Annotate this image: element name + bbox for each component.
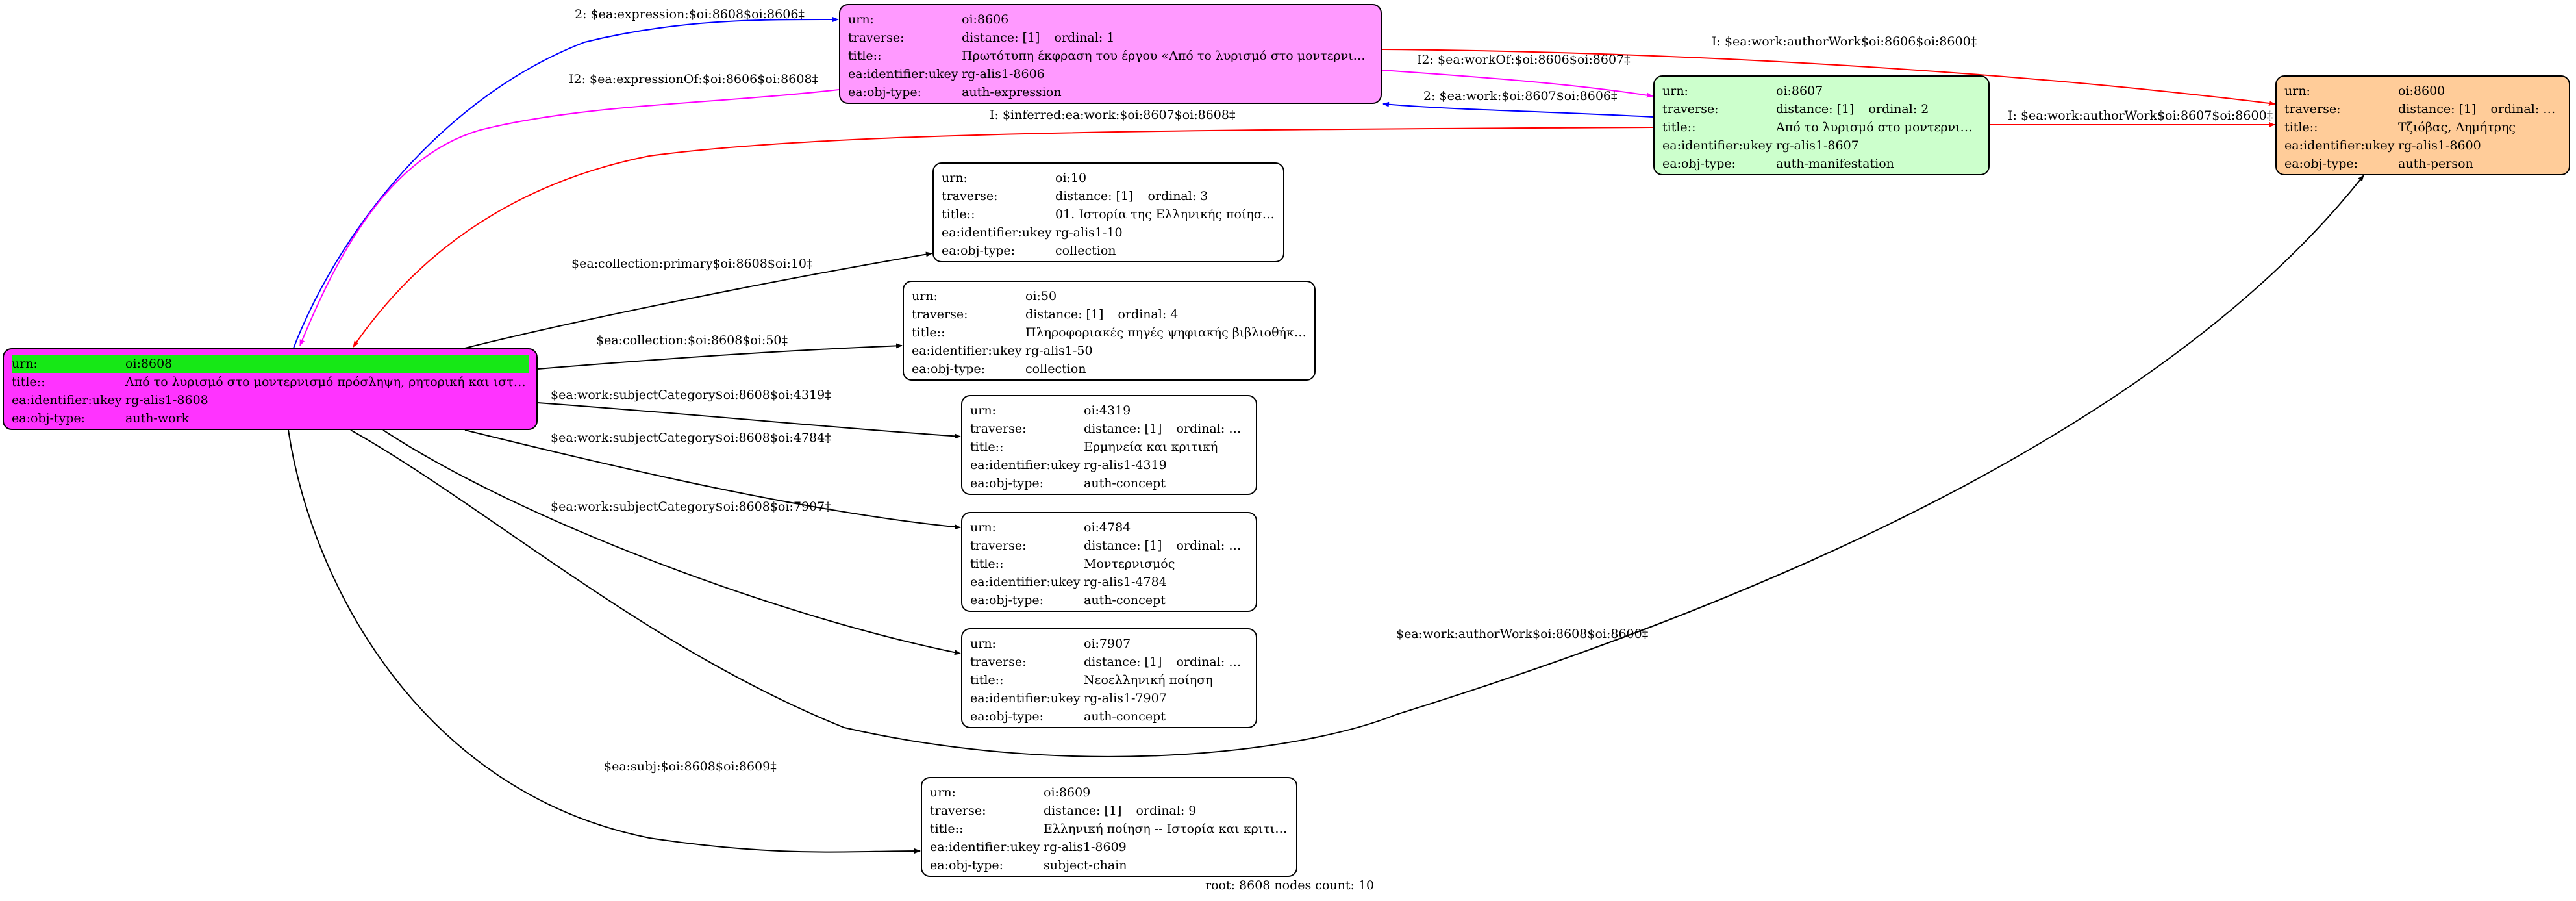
- edge-label-e8: $ea:collection:primary$oi:8608$oi:10‡: [571, 257, 813, 271]
- edge-label-e1: 2: $ea:expression:$oi:8608$oi:8606‡: [575, 7, 805, 21]
- node-field-urn: urn:oi:4319: [970, 403, 1131, 418]
- edge-e4: [1382, 70, 1653, 98]
- edge-e11: [464, 429, 961, 530]
- node-field-title: title::Πρωτότυπη έκφραση του έργου «Από …: [848, 49, 1373, 63]
- graph-node-oi8606[interactable]: urn:oi:8606 traverse:distance: [1]ordinal…: [839, 4, 1382, 104]
- node-field-title: title::Από το λυρισμό στο μοντερνισμό: [1662, 120, 1981, 134]
- edge-label-e7: I: $inferred:ea:work:$oi:8607$oi:8608‡: [990, 108, 1236, 122]
- edge-e9: [537, 343, 903, 370]
- node-field-traverse: traverse:distance: [1]ordinal: 8: [970, 655, 1237, 669]
- graph-node-oi4784[interactable]: urn:oi:4784 traverse:distance: [1]ordinal…: [961, 512, 1257, 612]
- node-field-urn: urn:oi:8608: [12, 355, 529, 373]
- graph-node-oi7907[interactable]: urn:oi:7907 traverse:distance: [1]ordinal…: [961, 628, 1257, 728]
- graph-node-oi8600[interactable]: urn:oi:8600 traverse:distance: [1]ordinal…: [2275, 75, 2570, 175]
- node-field-objtype: ea:obj-type:auth-concept: [970, 476, 1166, 490]
- node-field-title: title::Μοντερνισμός: [970, 557, 1175, 571]
- edge-e1: [293, 16, 839, 349]
- node-field-objtype: ea:obj-type:auth-work: [12, 411, 190, 425]
- edge-label-e4: I2: $ea:workOf:$oi:8606$oi:8607‡: [1417, 53, 1631, 67]
- edge-label-e2: I2: $ea:expressionOf:$oi:8606$oi:8608‡: [569, 72, 818, 86]
- node-field-objtype: ea:obj-type:subject-chain: [930, 858, 1127, 872]
- edge-e10: [537, 402, 961, 439]
- node-field-objtype: ea:obj-type:collection: [912, 362, 1086, 376]
- node-field-traverse: traverse:distance: [1]ordinal: 7: [970, 422, 1237, 436]
- graph-node-root[interactable]: urn:oi:8608 title::Από το λυρισμό στο μο…: [3, 348, 538, 430]
- node-field-objtype: ea:obj-type:auth-concept: [970, 709, 1166, 724]
- node-field-traverse: traverse:distance: [1]ordinal: 9: [930, 804, 1197, 818]
- edge-label-e10: $ea:work:subjectCategory$oi:8608$oi:4319…: [551, 388, 831, 402]
- graph-node-oi8607[interactable]: urn:oi:8607 traverse:distance: [1]ordinal…: [1653, 75, 1990, 175]
- node-field-traverse: traverse:distance: [1]ordinal: 3: [942, 189, 1208, 203]
- edge-e7: [353, 127, 1654, 348]
- node-field-traverse: traverse:distance: [1]ordinal: 1: [848, 31, 1115, 45]
- node-field-traverse: traverse:distance: [1]ordinal: 2: [1662, 102, 1929, 116]
- node-field-objtype: ea:obj-type:auth-manifestation: [1662, 157, 1894, 171]
- graph-node-oi8609[interactable]: urn:oi:8609 traverse:distance: [1]ordinal…: [921, 777, 1297, 877]
- edge-e8: [464, 251, 932, 349]
- node-field-urn: urn:oi:7907: [970, 637, 1131, 651]
- node-field-urn: urn:oi:4784: [970, 520, 1131, 535]
- node-field-objtype: ea:obj-type:auth-person: [2284, 157, 2473, 171]
- edge-e12: [382, 429, 961, 655]
- edge-label-e13: $ea:work:authorWork$oi:8608$oi:8600‡: [1396, 627, 1648, 641]
- graph-node-oi4319[interactable]: urn:oi:4319 traverse:distance: [1]ordinal…: [961, 395, 1257, 495]
- node-field-objtype: ea:obj-type:auth-expression: [848, 85, 1062, 99]
- graph-node-oi50[interactable]: urn:oi:50 traverse:distance: [1]ordinal: …: [903, 281, 1316, 381]
- node-field-title: title::Ερμηνεία και κριτική: [970, 440, 1218, 454]
- node-field-traverse: traverse:distance: [1]ordinal: 5: [2284, 102, 2551, 116]
- edge-label-e12: $ea:work:subjectCategory$oi:8608$oi:7907…: [551, 500, 831, 514]
- graph-footer: root: 8608 nodes count: 10: [1205, 878, 1375, 893]
- node-field-title: title::Νεοελληνική ποίηση: [970, 673, 1213, 687]
- edge-label-e9: $ea:collection:$oi:8608$oi:50‡: [596, 333, 788, 348]
- node-field-title: title::Από το λυρισμό στο μοντερνισμό πρ…: [12, 375, 529, 389]
- node-field-objtype: ea:obj-type:auth-concept: [970, 593, 1166, 607]
- node-field-urn: urn:oi:8609: [930, 785, 1091, 800]
- node-field-objtype: ea:obj-type:collection: [942, 244, 1116, 258]
- node-field-urn: urn:oi:8607: [1662, 84, 1823, 98]
- edge-label-e3: I: $ea:work:authorWork$oi:8606$oi:8600‡: [1712, 34, 1977, 49]
- edge-label-e11: $ea:work:subjectCategory$oi:8608$oi:4784…: [551, 431, 831, 445]
- edge-e2: [299, 89, 840, 346]
- node-field-traverse: traverse:distance: [1]ordinal: 6: [970, 539, 1237, 553]
- node-field-title: title::01. Ιστορία της Ελληνικής ποίησης: [942, 207, 1275, 222]
- edge-e14: [288, 429, 921, 854]
- edge-label-e6: I: $ea:work:authorWork$oi:8607$oi:8600‡: [2008, 108, 2273, 123]
- node-field-title: title::Τζιόβας, Δημήτρης: [2284, 120, 2516, 134]
- node-field-traverse: traverse:distance: [1]ordinal: 4: [912, 307, 1179, 322]
- edge-e13: [350, 175, 2364, 757]
- node-field-urn: urn:oi:8600: [2284, 84, 2445, 98]
- node-field-urn: urn:oi:50: [912, 289, 1057, 303]
- edge-label-e5: 2: $ea:work:$oi:8607$oi:8606‡: [1423, 89, 1618, 103]
- node-field-title: title::Ελληνική ποίηση -- Ιστορία και κρ…: [930, 822, 1288, 836]
- edge-e3: [1382, 49, 2275, 106]
- node-field-urn: urn:oi:8606: [848, 12, 1009, 27]
- node-field-urn: urn:oi:10: [942, 171, 1087, 185]
- graph-node-oi10[interactable]: urn:oi:10 traverse:distance: [1]ordinal: …: [932, 162, 1284, 262]
- edge-e5: [1382, 101, 1654, 118]
- edge-label-e14: $ea:subj:$oi:8608$oi:8609‡: [604, 759, 777, 774]
- node-field-title: title::Πληροφοριακές πηγές ψηφιακής βιβλ…: [912, 325, 1307, 340]
